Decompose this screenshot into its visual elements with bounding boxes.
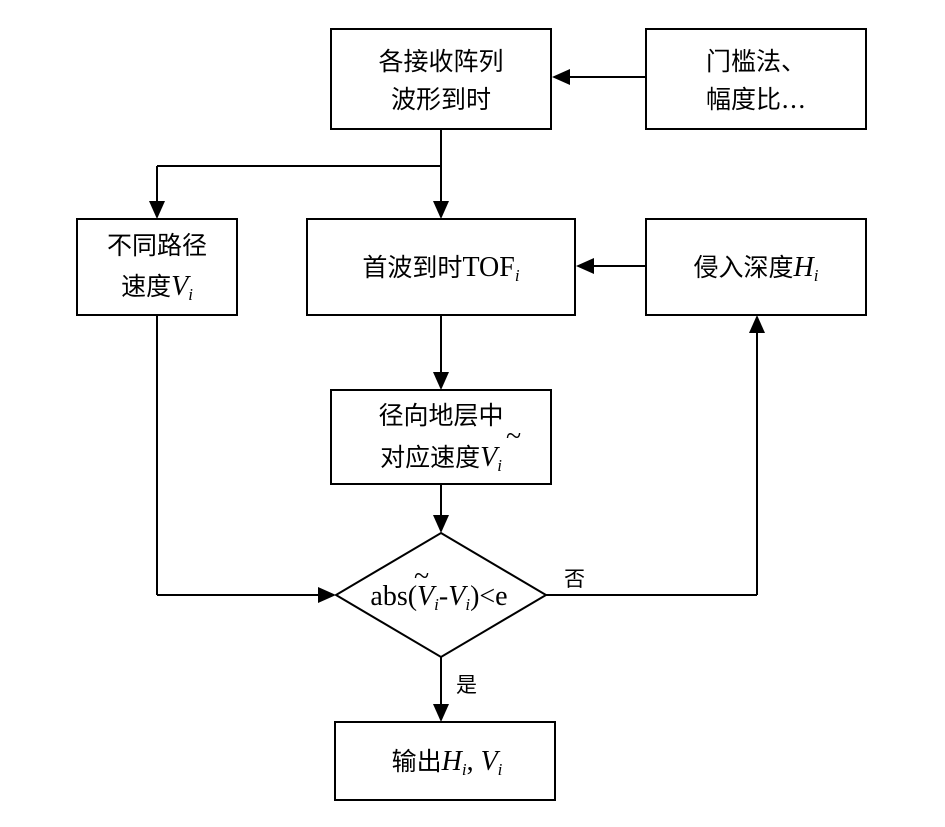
arrowhead-to-formation (433, 372, 449, 390)
arrowhead-to-invasion-depth (749, 315, 765, 333)
decision-label: abs(Vi-Vi)<e (370, 581, 507, 614)
first-arrival-sub: i (515, 266, 520, 285)
output-sub2: i (498, 760, 503, 779)
formation-speed-line2: 对应速度Vi (380, 442, 502, 475)
formation-speed-var: V (480, 442, 500, 473)
decision-prefix: abs( (370, 581, 417, 612)
path-speed-prefix: 速度 (121, 272, 171, 301)
decision-suffix: )<e (470, 581, 508, 612)
edge-label-no: 否 (564, 567, 585, 591)
arrowhead-to-path-speed (149, 201, 165, 219)
first-arrival-var: TOF (462, 252, 514, 283)
formation-speed-prefix: 对应速度 (380, 443, 480, 472)
node-first-arrival: 首波到时TOFi (306, 218, 576, 316)
output-label: 输出Hi, Vi (392, 746, 503, 779)
connectors (149, 69, 765, 722)
node-methods: 门槛法、 幅度比… (645, 28, 867, 130)
methods-line1: 门槛法、 (706, 47, 806, 76)
decision-tilde: ~ (414, 561, 429, 592)
node-output: 输出Hi, Vi (334, 721, 556, 801)
decision-sub2: i (465, 595, 470, 614)
invasion-depth-label: 侵入深度Hi (694, 252, 819, 285)
arrowhead-path-speed-to-decision (318, 587, 336, 603)
formation-speed-tilde: ~ (506, 421, 521, 452)
path-speed-sub: i (188, 285, 193, 304)
path-speed-line2: 速度Vi (121, 271, 193, 304)
node-receive-arrival: 各接收阵列 波形到时 (330, 28, 552, 130)
invasion-depth-prefix: 侵入深度 (694, 253, 794, 282)
methods-line2: 幅度比… (706, 85, 806, 114)
arrowhead-methods-to-receive (552, 69, 570, 85)
decision-var2: V (448, 581, 468, 612)
output-var1: H (441, 746, 464, 777)
first-arrival-prefix: 首波到时 (362, 253, 462, 282)
output-sub1: i (462, 760, 467, 779)
decision-dash: - (439, 581, 448, 612)
node-path-speed: 不同路径 速度Vi (76, 218, 238, 316)
output-comma: , (467, 746, 481, 777)
arrowhead-to-decision (433, 515, 449, 533)
output-prefix: 输出 (392, 747, 442, 776)
receive-arrival-line2: 波形到时 (391, 85, 491, 114)
node-decision: abs(Vi-Vi)<e ~ (334, 531, 548, 659)
node-formation-speed: 径向地层中 对应速度Vi ~ (330, 389, 552, 485)
arrowhead-to-output (433, 704, 449, 722)
first-arrival-label: 首波到时TOFi (362, 252, 519, 285)
invasion-depth-sub: i (814, 266, 819, 285)
path-speed-line1: 不同路径 (107, 231, 207, 260)
decision-var1: V (417, 581, 437, 612)
invasion-depth-var: H (793, 252, 816, 283)
arrowhead-depth-to-first-arrival (576, 258, 594, 274)
node-invasion-depth: 侵入深度Hi (645, 218, 867, 316)
formation-speed-line1: 径向地层中 (378, 401, 503, 430)
path-speed-var: V (171, 271, 191, 302)
arrowhead-to-first-arrival (433, 201, 449, 219)
edge-label-yes: 是 (456, 673, 477, 697)
receive-arrival-line1: 各接收阵列 (378, 47, 503, 76)
output-var2: V (481, 746, 501, 777)
formation-speed-sub: i (497, 456, 502, 475)
decision-sub1: i (434, 595, 439, 614)
